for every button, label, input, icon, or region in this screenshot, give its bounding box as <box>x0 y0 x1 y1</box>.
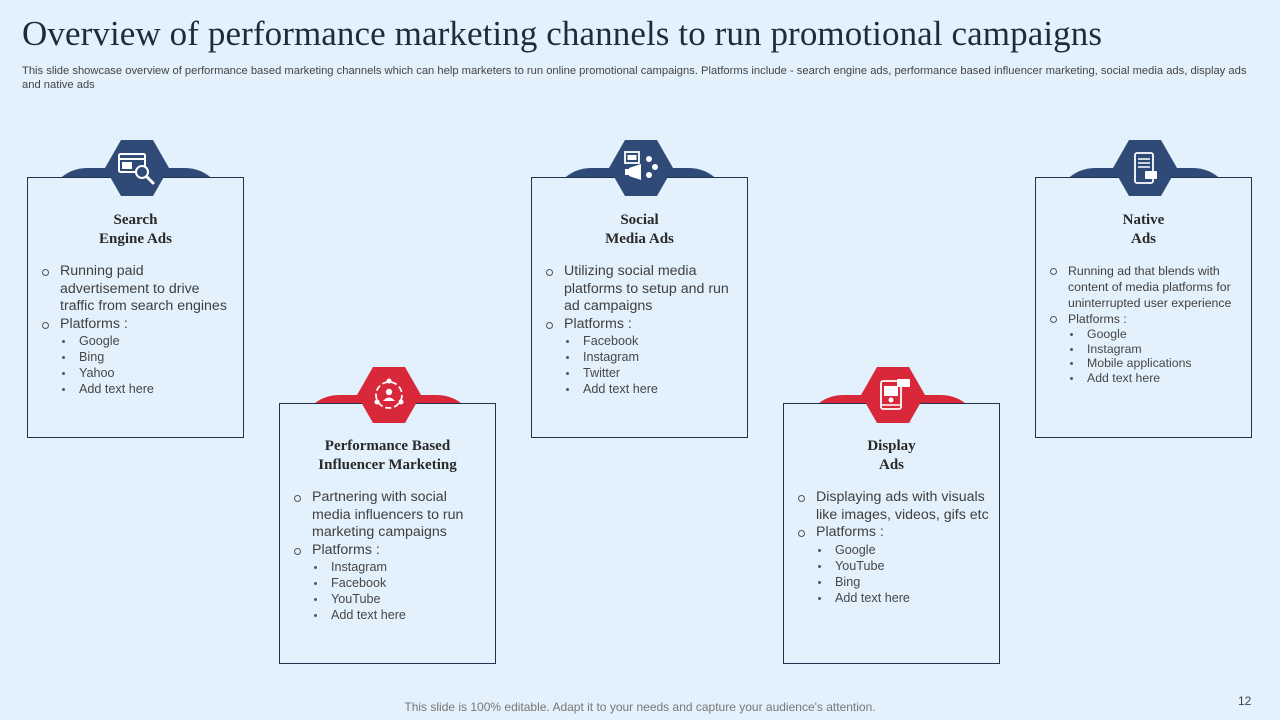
platforms-label: Platforms : <box>293 542 488 560</box>
platform-item: Google <box>797 542 992 558</box>
platform-item: Facebook <box>293 575 488 591</box>
platform-item: Instagram <box>293 559 488 575</box>
platform-item: YouTube <box>797 558 992 574</box>
platform-item: Bing <box>797 574 992 590</box>
platform-item: Add text here <box>293 607 488 623</box>
platform-item: YouTube <box>293 591 488 607</box>
platforms-label: Platforms : <box>545 316 740 334</box>
platform-item: Yahoo <box>41 365 236 381</box>
platforms-label: Platforms : <box>1049 311 1244 327</box>
platform-item: Add text here <box>797 590 992 606</box>
platform-item: Bing <box>41 349 236 365</box>
platform-item: Add text here <box>545 381 740 397</box>
social-media-ad-icon <box>609 140 673 196</box>
slide-footer: This slide is 100% editable. Adapt it to… <box>404 700 876 714</box>
platform-item: Instagram <box>545 349 740 365</box>
slide-subtitle: This slide showcase overview of performa… <box>22 65 1247 91</box>
card-description: Partnering with social media influencers… <box>293 489 488 542</box>
platform-item: Add text here <box>1049 371 1244 386</box>
slide-title: Overview of performance marketing channe… <box>22 14 1103 53</box>
platforms-label: Platforms : <box>41 316 236 334</box>
platform-item: Add text here <box>41 381 236 397</box>
card-description: Running paid advertisement to drive traf… <box>41 263 236 316</box>
card-body: Utilizing social media platforms to setu… <box>545 263 740 397</box>
card-body: Running ad that blends with content of m… <box>1049 263 1244 385</box>
platform-item: Google <box>1049 327 1244 342</box>
card-description: Running ad that blends with content of m… <box>1049 263 1244 311</box>
card-body: Displaying ads with visuals like images,… <box>797 489 992 606</box>
platforms-label: Platforms : <box>797 524 992 542</box>
platform-item: Google <box>41 333 236 349</box>
platform-item: Twitter <box>545 365 740 381</box>
display-ad-icon <box>861 367 925 423</box>
card-description: Utilizing social media platforms to setu… <box>545 263 740 316</box>
card-description: Displaying ads with visuals like images,… <box>797 489 992 524</box>
platform-item: Facebook <box>545 333 740 349</box>
platform-item: Instagram <box>1049 342 1244 357</box>
platform-item: Mobile applications <box>1049 356 1244 371</box>
page-number: 12 <box>1238 694 1252 708</box>
card-body: Partnering with social media influencers… <box>293 489 488 623</box>
card-body: Running paid advertisement to drive traf… <box>41 263 236 397</box>
